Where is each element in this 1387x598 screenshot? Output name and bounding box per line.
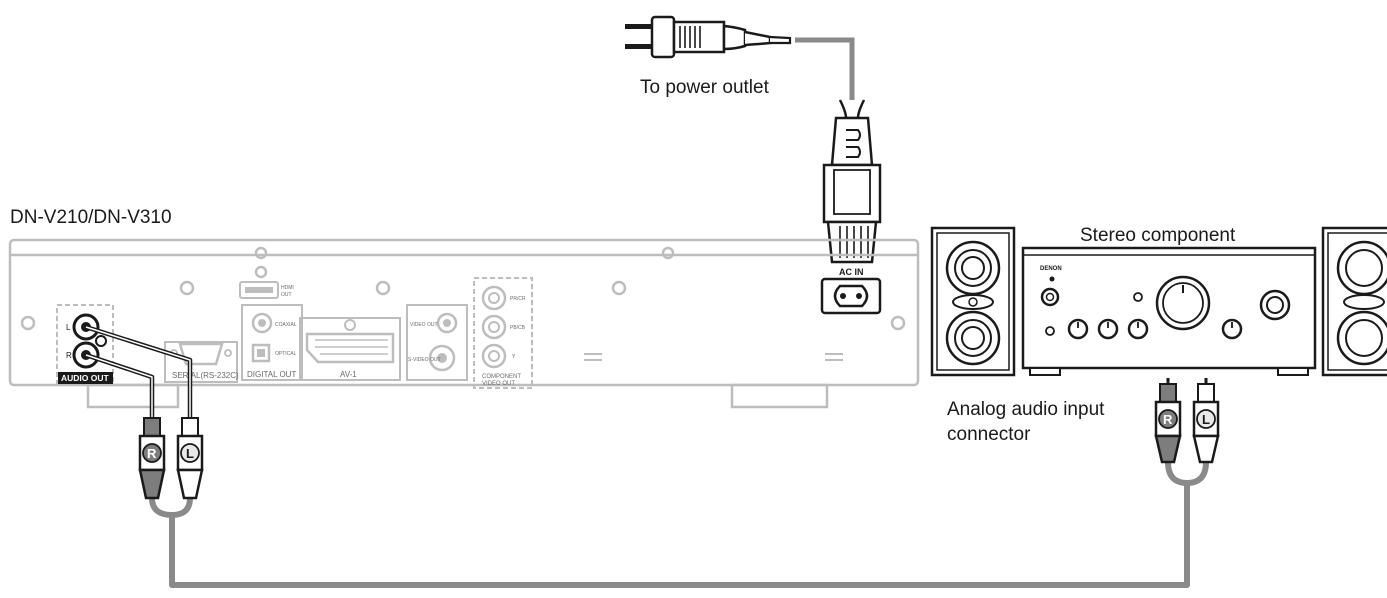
audio-out-label: AUDIO OUT bbox=[61, 373, 110, 383]
video-out-ports: VIDEO OUT S-VIDEO OUT bbox=[406, 304, 468, 381]
power-plug-icon bbox=[625, 15, 792, 59]
left-speaker-icon bbox=[930, 226, 1016, 377]
amp-rca-plug-left: L bbox=[1192, 378, 1220, 464]
svg-text:L: L bbox=[1202, 412, 1210, 427]
svg-text:COMPONENT: COMPONENT bbox=[482, 374, 521, 380]
svg-text:S-VIDEO OUT: S-VIDEO OUT bbox=[408, 357, 441, 363]
svg-text:PB/CB: PB/CB bbox=[510, 325, 526, 331]
svg-text:VIDEO OUT: VIDEO OUT bbox=[482, 381, 515, 387]
right-speaker-icon bbox=[1321, 226, 1387, 377]
svg-text:VIDEO OUT: VIDEO OUT bbox=[410, 322, 438, 328]
player-model-label: DN-V210/DN-V310 bbox=[10, 207, 172, 228]
hdmi-out-port: HDMI OUT bbox=[239, 281, 294, 299]
analog-input-label-line1: Analog audio input bbox=[947, 399, 1105, 420]
av1-scart-port: AV-1 bbox=[299, 317, 401, 381]
svg-text:R: R bbox=[147, 446, 157, 461]
svg-text:AV-1: AV-1 bbox=[340, 370, 357, 379]
audio-out-l-label: L bbox=[66, 323, 71, 332]
amplifier-brand: DENON bbox=[1040, 266, 1062, 272]
component-video-out-ports: PR/CR PB/CB Y COMPONENT VIDEO OUT bbox=[473, 277, 533, 389]
stereo-component-label: Stereo component bbox=[1080, 225, 1236, 246]
power-outlet-label: To power outlet bbox=[640, 77, 770, 98]
power-cord bbox=[795, 37, 855, 112]
ac-in-port: AC IN bbox=[820, 267, 882, 315]
digital-out-ports: COAXIAL OPTICAL DIGITAL OUT bbox=[241, 304, 303, 381]
amplifier-icon: DENON bbox=[1021, 246, 1317, 376]
svg-text:L: L bbox=[186, 446, 194, 461]
svg-text:DIGITAL OUT: DIGITAL OUT bbox=[247, 370, 296, 379]
analog-input-label-line2: connector bbox=[947, 424, 1031, 445]
svg-text:HDMI: HDMI bbox=[281, 285, 294, 291]
serial-port: SERIAL(RS-232C) bbox=[164, 341, 239, 383]
svg-text:PR/CR: PR/CR bbox=[510, 296, 526, 302]
svg-text:R: R bbox=[1163, 412, 1173, 427]
svg-text:OPTICAL: OPTICAL bbox=[275, 351, 297, 357]
audio-cable bbox=[85, 324, 1209, 588]
player-rca-plug-right: R bbox=[138, 417, 166, 500]
svg-text:OUT: OUT bbox=[281, 292, 292, 298]
amp-rca-plug-right: R bbox=[1154, 378, 1182, 464]
svg-text:AC IN: AC IN bbox=[839, 267, 864, 277]
iec-connector-icon bbox=[822, 99, 882, 264]
svg-text:Y: Y bbox=[512, 354, 516, 360]
player-rear-panel bbox=[8, 238, 920, 409]
svg-text:COAXIAL: COAXIAL bbox=[275, 322, 297, 328]
audio-out-ports: L R AUDIO OUT bbox=[56, 304, 114, 386]
svg-text:SERIAL(RS-232C): SERIAL(RS-232C) bbox=[172, 371, 239, 380]
player-rca-plug-left: L bbox=[176, 417, 204, 500]
audio-out-r-label: R bbox=[66, 351, 72, 360]
